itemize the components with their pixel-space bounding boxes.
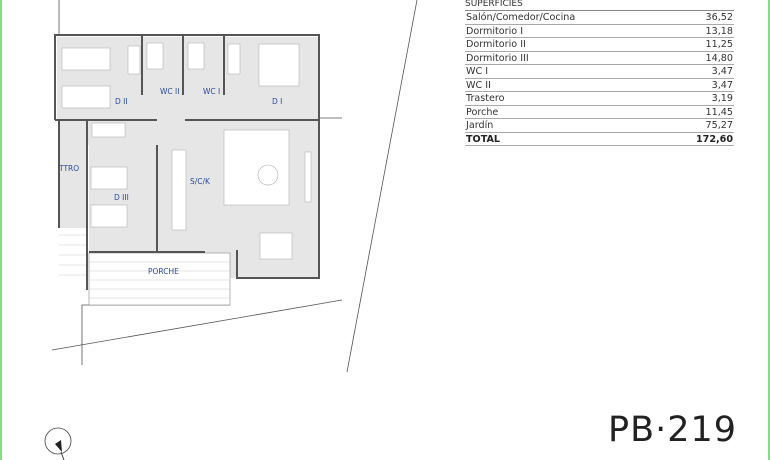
total-label: TOTAL — [466, 133, 501, 145]
row-name: Trastero — [466, 93, 505, 104]
room-label-ttro: TTRO — [58, 164, 79, 173]
table-row: Jardín 75,27 — [465, 119, 734, 133]
row-value: 14,80 — [705, 52, 733, 64]
row-value: 3,47 — [711, 79, 733, 91]
walls — [54, 34, 320, 290]
bed — [90, 166, 128, 190]
room-label-d2: D II — [115, 97, 128, 106]
row-name: Dormitorio I — [466, 25, 524, 37]
table-row: WC II 3,47 — [465, 79, 734, 92]
table-header: SUPERFICIES — [465, 0, 734, 11]
table-row: Salón/Comedor/Cocina 36,52 — [465, 11, 734, 25]
row-name: Porche — [466, 106, 499, 118]
sofa-area — [223, 129, 290, 206]
row-name: Jardín — [466, 120, 494, 131]
row-name: Dormitorio II — [466, 39, 526, 50]
room-label-d1: D I — [272, 97, 282, 106]
window — [304, 151, 312, 203]
wardrobe — [91, 122, 126, 138]
table-row: WC I 3,47 — [465, 65, 734, 79]
row-name: WC I — [466, 66, 489, 77]
row-value: 3,19 — [711, 93, 733, 104]
row-value: 11,25 — [705, 39, 733, 50]
double-bed — [258, 43, 300, 87]
row-value: 11,45 — [705, 106, 733, 118]
table-row: Dormitorio I 13,18 — [465, 25, 734, 38]
room-label-wc2: WC II — [160, 87, 179, 96]
kitchen-counter — [171, 149, 187, 231]
furniture — [61, 42, 312, 260]
wardrobe — [127, 45, 141, 75]
room-label-porche: PORCHE — [148, 267, 179, 276]
room-label-wc1: WC I — [203, 87, 220, 96]
row-value: 36,52 — [705, 12, 733, 23]
surface-table: SUPERFICIES Salón/Comedor/Cocina 36,52 Do… — [465, 0, 734, 146]
row-name: WC II — [466, 79, 491, 91]
table-row: Dormitorio III 14,80 — [465, 52, 734, 65]
north-arrow-icon — [44, 427, 72, 460]
row-value: 3,47 — [711, 66, 733, 77]
total-value: 172,60 — [695, 133, 733, 145]
bed — [90, 204, 128, 228]
table-total-row: TOTAL 172,60 — [465, 133, 734, 146]
wardrobe — [227, 43, 241, 75]
table-row: Trastero 3,19 — [465, 92, 734, 106]
table-row: Porche 11,45 — [465, 106, 734, 119]
shower — [187, 42, 205, 70]
shower — [146, 42, 164, 70]
unit-code: PB·219 — [608, 410, 738, 450]
dining-table — [259, 232, 293, 260]
row-value: 75,27 — [705, 120, 733, 131]
row-value: 13,18 — [705, 25, 733, 37]
row-name: Dormitorio III — [466, 52, 529, 64]
room-label-sck: S/C/K — [190, 177, 211, 186]
table-row: Dormitorio II 11,25 — [465, 38, 734, 52]
porch-deck — [59, 234, 231, 306]
bed — [61, 85, 111, 109]
row-name: Salón/Comedor/Cocina — [466, 12, 576, 23]
coffee-table — [257, 164, 279, 186]
bed — [61, 47, 111, 71]
room-label-d3: D III — [114, 193, 129, 202]
